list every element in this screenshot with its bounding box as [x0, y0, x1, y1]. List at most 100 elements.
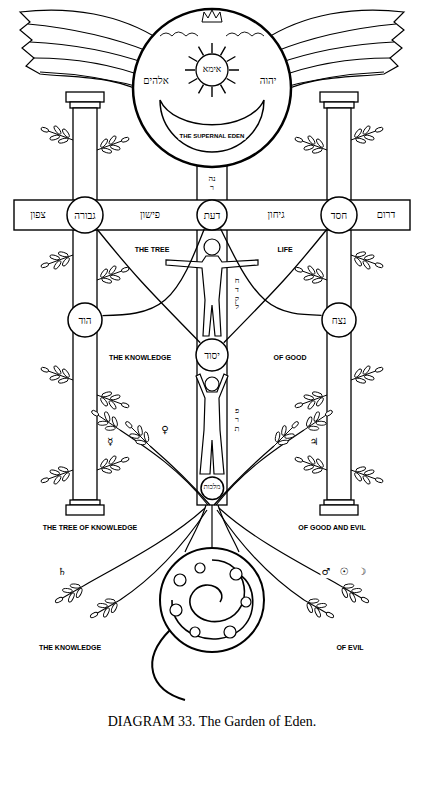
tree-caption: THE KNOWLEDGE [108, 354, 172, 362]
tree-caption: THE TREE [134, 246, 171, 254]
branches [218, 505, 239, 552]
label-slot: OF GOOD [272, 354, 307, 362]
direction-name: דרום [376, 209, 397, 221]
tree-caption: OF EVIL [335, 644, 364, 652]
circle-outline [201, 477, 224, 500]
branches [87, 404, 125, 437]
dragon-circle [160, 548, 264, 652]
tree-caption: THE KNOWLEDGE [38, 644, 102, 652]
dragon-circle [174, 574, 186, 586]
label-slot: חדקל [232, 277, 242, 312]
planet-symbol: ☿ [106, 436, 114, 448]
circle-outline [133, 9, 291, 167]
supernal-disc [202, 10, 222, 22]
divine-name: אימא [202, 65, 223, 75]
tree-trunk [197, 165, 227, 505]
dragon-circle [172, 575, 253, 639]
sephirah-name: דעת [204, 210, 221, 221]
branch-connector [97, 230, 200, 343]
label-slot: נהר [207, 175, 217, 193]
label-slot: ♂ [321, 566, 332, 578]
sephirah-circle: מלכות [200, 476, 225, 501]
river-name: נהר [207, 175, 217, 193]
label-slot: THE KNOWLEDGE [108, 354, 172, 362]
tree-caption: LIFE [276, 246, 293, 254]
tree-caption: OF GOOD [272, 354, 307, 362]
river-name: פישון [139, 209, 161, 221]
label-slot: LIFE [276, 246, 293, 254]
supernal-disc [160, 100, 264, 152]
planet-symbol: ♂ [321, 566, 332, 578]
branches [268, 416, 304, 452]
branches [214, 446, 274, 505]
branches [185, 505, 206, 552]
branch-connector [224, 230, 327, 343]
branches [120, 416, 156, 452]
river-name: חדקל [232, 277, 242, 312]
dragon-circle [224, 626, 236, 638]
branches [120, 430, 208, 505]
tree-caption: THE TREE OF KNOWLEDGE [42, 524, 139, 532]
dragon-circle [195, 563, 205, 573]
divine-name: יהוה [259, 75, 278, 86]
tree-caption: OF GOOD AND EVIL [297, 524, 366, 532]
label-slot: ♄ [57, 566, 68, 578]
planet-symbol: ♀ [160, 424, 169, 436]
circle-outline [321, 197, 357, 233]
sephirah-circle: דעת [196, 199, 228, 231]
supernal-disc [185, 43, 239, 97]
supernal-disc [196, 54, 228, 86]
tree-trunk [197, 165, 227, 505]
planet-symbol: ☽ [357, 566, 368, 578]
caption-slot: DIAGRAM 33. The Garden of Eden. [0, 712, 424, 730]
label-slot: פרת [232, 407, 242, 433]
branch-connector [102, 229, 204, 316]
label-slot: THE TREE OF KNOWLEDGE [42, 524, 139, 532]
eve-figure [205, 377, 219, 391]
eve-figure [196, 374, 228, 474]
label-slot: ☿ [106, 436, 114, 448]
branches [216, 430, 304, 505]
circle-outline [67, 197, 103, 233]
sephirah-name: נצח [332, 315, 346, 326]
dragon-circle [241, 597, 251, 607]
branches [86, 593, 124, 625]
river-name: גיחון [267, 209, 286, 221]
label-slot: דרום [376, 209, 397, 221]
direction-name: צפון [29, 209, 47, 221]
branches [300, 593, 338, 625]
circle-outline [322, 303, 356, 337]
adam-figure [166, 256, 258, 336]
label-slot: ☽ [357, 566, 368, 578]
branches [335, 578, 373, 610]
label-slot: THE KNOWLEDGE [38, 644, 102, 652]
label-slot: פישון [139, 209, 161, 221]
label-slot: ♃ [309, 436, 320, 448]
eve-figure [196, 374, 228, 474]
node-outline [132, 8, 292, 168]
figure-caption: DIAGRAM 33. The Garden of Eden. [108, 714, 317, 730]
label-slot: OF GOOD AND EVIL [297, 524, 366, 532]
circle-outline [68, 303, 102, 337]
planet-symbol: ☉ [339, 566, 350, 578]
sephirah-name: חסד [331, 210, 347, 221]
dragon-circle [152, 548, 264, 700]
branch-connector [220, 229, 321, 316]
label-slot: ☉ [339, 566, 350, 578]
sephirah-name: מלכות [204, 484, 221, 492]
branches [299, 404, 337, 437]
sephirah-circle: יסוד [195, 338, 229, 372]
sephirah-circle: גבורה [66, 196, 104, 234]
sephirah-circle: נצח [321, 302, 357, 338]
sephirah-name: גבורה [74, 210, 95, 221]
circle-outline [196, 339, 228, 371]
pillars [292, 92, 386, 515]
label-slot: גיחון [267, 209, 286, 221]
caption-text: THE SUPERNAL EDEN [179, 133, 246, 140]
dragon-circle [190, 560, 245, 622]
